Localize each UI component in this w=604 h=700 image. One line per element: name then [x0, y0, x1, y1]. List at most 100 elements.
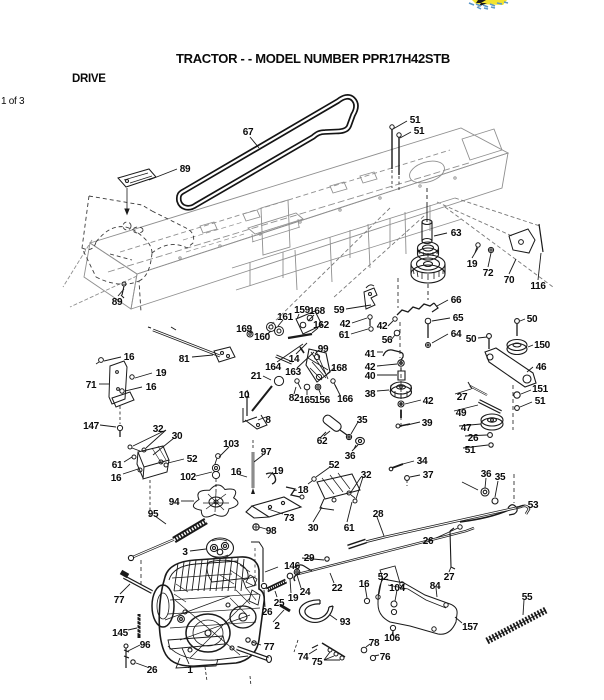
svg-text:19: 19 [467, 259, 478, 270]
svg-text:32: 32 [361, 470, 372, 481]
svg-text:102: 102 [180, 472, 197, 483]
svg-text:DRIVE: DRIVE [72, 73, 106, 85]
svg-text:76: 76 [380, 652, 391, 663]
svg-text:103: 103 [223, 439, 240, 450]
svg-text:95: 95 [148, 509, 159, 520]
svg-text:42: 42 [365, 362, 376, 373]
svg-text:40: 40 [365, 371, 376, 382]
svg-text:51: 51 [535, 396, 546, 407]
svg-text:2: 2 [274, 621, 280, 632]
svg-text:156: 156 [314, 395, 331, 406]
svg-text:163: 163 [285, 367, 302, 378]
svg-text:75: 75 [312, 657, 323, 668]
svg-text:89: 89 [112, 297, 123, 308]
svg-text:TRACTOR - - MODEL NUMBER PPR17: TRACTOR - - MODEL NUMBER PPR17H42STB [176, 51, 450, 66]
svg-text:78: 78 [369, 638, 380, 649]
svg-text:66: 66 [451, 295, 462, 306]
svg-text:55: 55 [522, 592, 533, 603]
svg-text:16: 16 [359, 579, 370, 590]
svg-text:72: 72 [483, 268, 494, 279]
svg-text:61: 61 [344, 523, 355, 534]
svg-text:81: 81 [179, 354, 190, 365]
svg-text:26: 26 [468, 433, 479, 444]
svg-text:146: 146 [284, 561, 301, 572]
svg-text:104: 104 [389, 583, 406, 594]
svg-text:77: 77 [114, 595, 125, 606]
svg-text:53: 53 [528, 500, 539, 511]
svg-text:84: 84 [430, 581, 441, 592]
svg-text:166: 166 [337, 394, 354, 405]
svg-text:162: 162 [313, 320, 330, 331]
svg-text:10: 10 [239, 390, 250, 401]
svg-text:16: 16 [124, 352, 135, 363]
svg-text:27: 27 [457, 392, 468, 403]
svg-text:50: 50 [466, 334, 477, 345]
svg-text:21: 21 [251, 371, 262, 382]
svg-text:73: 73 [284, 513, 295, 524]
svg-text:106: 106 [384, 633, 401, 644]
svg-text:70: 70 [504, 275, 515, 286]
svg-text:51: 51 [410, 115, 421, 126]
svg-text:30: 30 [308, 523, 319, 534]
svg-text:151: 151 [532, 384, 549, 395]
svg-text:27: 27 [444, 572, 455, 583]
svg-text:147: 147 [83, 421, 100, 432]
svg-text:14: 14 [289, 354, 300, 365]
svg-text:94: 94 [169, 497, 180, 508]
svg-text:38: 38 [365, 389, 376, 400]
svg-text:8: 8 [265, 415, 271, 426]
svg-text:98: 98 [266, 526, 277, 537]
svg-text:169: 169 [236, 324, 253, 335]
svg-text:42: 42 [340, 319, 351, 330]
svg-text:35: 35 [495, 472, 506, 483]
svg-text:42: 42 [423, 396, 434, 407]
svg-text:24: 24 [300, 587, 311, 598]
svg-text:19: 19 [288, 593, 299, 604]
svg-text:99: 99 [318, 344, 329, 355]
svg-text:71: 71 [86, 380, 97, 391]
svg-text:18: 18 [298, 485, 309, 496]
svg-text:36: 36 [481, 469, 492, 480]
svg-text:19: 19 [273, 466, 284, 477]
svg-text:65: 65 [453, 313, 464, 324]
svg-text:1: 1 [187, 665, 193, 676]
svg-text:157: 157 [462, 622, 479, 633]
svg-text:160: 160 [254, 332, 271, 343]
svg-text:61: 61 [112, 460, 123, 471]
svg-text:3: 3 [182, 547, 188, 558]
svg-text:62: 62 [317, 436, 328, 447]
svg-text:26: 26 [423, 536, 434, 547]
svg-text:89: 89 [180, 164, 191, 175]
svg-text:35: 35 [357, 415, 368, 426]
svg-text:159: 159 [294, 305, 311, 316]
svg-text:50: 50 [527, 314, 538, 325]
svg-text:46: 46 [536, 362, 547, 373]
svg-text:82: 82 [289, 393, 300, 404]
svg-text:16: 16 [111, 473, 122, 484]
svg-text:32: 32 [153, 424, 164, 435]
svg-text:56: 56 [382, 335, 393, 346]
svg-text:168: 168 [331, 363, 348, 374]
svg-text:39: 39 [422, 418, 433, 429]
svg-text:64: 64 [451, 329, 462, 340]
svg-text:36: 36 [345, 451, 356, 462]
svg-text:51: 51 [414, 126, 425, 137]
svg-text:164: 164 [265, 362, 282, 373]
svg-text:150: 150 [534, 340, 551, 351]
svg-text:52: 52 [187, 454, 198, 465]
svg-text:52: 52 [378, 572, 389, 583]
svg-text:16: 16 [231, 467, 242, 478]
svg-text:49: 49 [456, 408, 467, 419]
svg-text:30: 30 [172, 431, 183, 442]
svg-text:25: 25 [274, 598, 285, 609]
svg-text:28: 28 [373, 509, 384, 520]
svg-text:16: 16 [146, 382, 157, 393]
svg-text:67: 67 [243, 127, 254, 138]
svg-text:61: 61 [339, 330, 350, 341]
svg-text:116: 116 [530, 281, 546, 292]
svg-text:97: 97 [261, 447, 272, 458]
svg-text:77: 77 [264, 642, 275, 653]
svg-text:34: 34 [417, 456, 428, 467]
svg-text:19: 19 [156, 368, 167, 379]
svg-text:59: 59 [334, 305, 345, 316]
